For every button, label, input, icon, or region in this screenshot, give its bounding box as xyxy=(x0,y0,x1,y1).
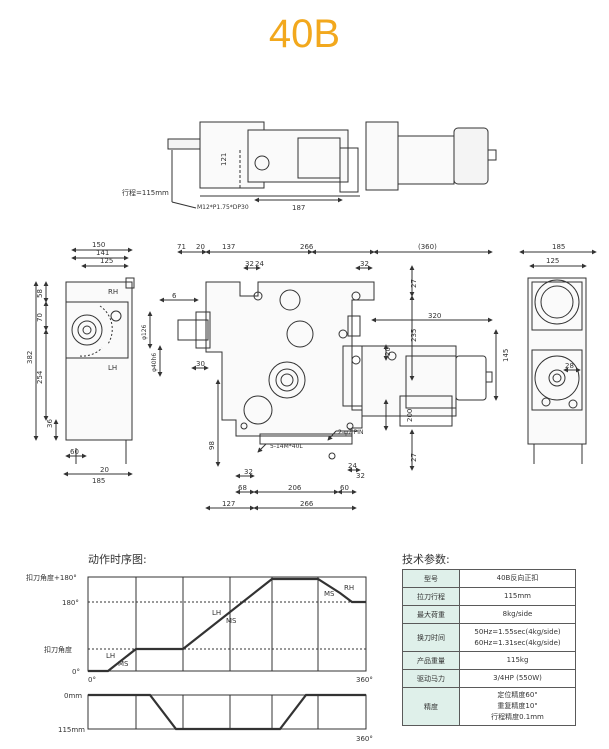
spec-value: 40B反向正扣 xyxy=(459,569,576,588)
table-row: 精度 定位精度60" 重复精度10" 行程精度0.1mm xyxy=(402,687,576,726)
dim-266-top: 266 xyxy=(300,243,314,251)
stroke-trace xyxy=(88,693,366,731)
label-start: 0° xyxy=(88,676,96,684)
label-0mm: 0mm xyxy=(64,692,82,700)
dim-235: 235 xyxy=(410,329,418,342)
dim-145: 145 xyxy=(502,349,510,362)
dim-30: 30 xyxy=(196,360,205,368)
dim-32-top-a: 32 xyxy=(245,260,254,268)
dim-127: 127 xyxy=(222,500,235,508)
dim-200: 200 xyxy=(406,409,414,422)
dim-phi40h6: φ40h6 xyxy=(151,353,158,372)
dim-27-bottom: 27 xyxy=(410,453,418,462)
spec-key: 型号 xyxy=(402,569,460,588)
spec-key: 换刀时间 xyxy=(402,623,460,652)
label-0: 0° xyxy=(72,668,80,676)
dim-125-right: 125 xyxy=(546,257,559,265)
dim-71: 71 xyxy=(177,243,186,251)
dim-32-bottom-a: 32 xyxy=(244,468,253,476)
dim-stroke: 行程=115mm xyxy=(122,188,169,197)
spec-value: 115kg xyxy=(459,651,576,670)
dim-6: 6 xyxy=(172,292,177,300)
timing-chart: 扣刀角度+180° 180° 扣刀角度 0° 0° 360° 0mm 115mm… xyxy=(26,573,373,743)
label-clamp-plus: 扣刀角度+180° xyxy=(26,573,77,582)
label-rh: RH xyxy=(344,584,354,592)
side-view xyxy=(519,249,597,464)
dim-185-right: 185 xyxy=(552,243,565,251)
spec-key: 拉刀行程 xyxy=(402,587,460,606)
label-180: 180° xyxy=(62,599,79,607)
dim-28: 28 xyxy=(565,362,574,370)
dim-58: 58 xyxy=(36,289,44,298)
label-bolt: 5-14M*40L xyxy=(270,443,303,450)
table-row: 驱动马力 3/4HP (550W) xyxy=(402,669,576,688)
dim-20-top: 20 xyxy=(196,243,205,251)
spec-key: 驱动马力 xyxy=(402,669,460,688)
dim-68: 68 xyxy=(238,484,247,492)
dim-24-top: 24 xyxy=(255,260,264,268)
dim-60-bottom: 60 xyxy=(340,484,349,492)
page-title: 40B xyxy=(268,12,341,56)
dim-187: 187 xyxy=(292,204,305,212)
dim-32-bottom-b: 32 xyxy=(356,472,365,480)
dim-36: 36 xyxy=(46,419,54,428)
dim-206: 206 xyxy=(288,484,302,492)
label-end-2: 360° xyxy=(356,735,373,743)
spec-value: 8kg/side xyxy=(459,605,576,624)
label-lh: LH xyxy=(108,364,117,372)
table-row: 型号 40B反向正扣 xyxy=(402,569,576,588)
dim-125: 125 xyxy=(100,257,113,265)
label-end: 360° xyxy=(356,676,373,684)
spec-key: 产品重量 xyxy=(402,651,460,670)
dim-60-left: 60 xyxy=(70,448,79,456)
table-row: 产品重量 115kg xyxy=(402,651,576,670)
dim-98: 98 xyxy=(208,441,216,450)
label-ms-3: MS xyxy=(324,590,335,598)
dim-185-left: 185 xyxy=(92,477,105,485)
table-row: 拉刀行程 115mm xyxy=(402,587,576,606)
dim-141: 141 xyxy=(96,249,109,257)
main-view xyxy=(147,249,499,511)
dim-137: 137 xyxy=(222,243,235,251)
dim-360: (360) xyxy=(418,243,437,251)
dim-24-bottom: 24 xyxy=(348,462,357,470)
dim-27-top: 27 xyxy=(410,279,418,288)
spec-value: 50Hz=1.55sec(4kg/side) 60Hz=1.31sec(4kg/… xyxy=(459,623,576,652)
dim-382: 382 xyxy=(26,351,34,364)
dim-thread: M12*P1.75*DP30 xyxy=(197,204,249,211)
dim-254: 254 xyxy=(36,370,44,384)
technical-drawing: 121 187 行程=115mm M12*P1.75*DP30 150 141 … xyxy=(26,121,597,511)
dim-150: 150 xyxy=(92,241,105,249)
label-rh: RH xyxy=(108,288,118,296)
dim-70: 70 xyxy=(36,313,44,322)
label-pin: 2-φ7 PIN xyxy=(338,429,364,436)
table-row: 最大荷重 8kg/side xyxy=(402,605,576,624)
spec-table: 型号 40B反向正扣 拉刀行程 115mm 最大荷重 8kg/side 换刀时间… xyxy=(402,569,576,726)
dim-320: 320 xyxy=(428,312,441,320)
front-view xyxy=(33,247,135,477)
dim-phi126: φ126 xyxy=(141,324,148,340)
dim-121: 121 xyxy=(220,153,228,166)
label-clamp: 扣刀角度 xyxy=(44,645,72,654)
label-115mm: 115mm xyxy=(58,726,85,734)
label-lh-1: LH xyxy=(106,652,115,660)
timing-title: 动作时序图: xyxy=(88,553,147,566)
dim-32-top-b: 32 xyxy=(360,260,369,268)
dim-20-right: 20 xyxy=(384,347,392,356)
top-view xyxy=(167,121,497,209)
dim-20-left: 20 xyxy=(100,466,109,474)
spec-key: 最大荷重 xyxy=(402,605,460,624)
label-lh-2: LH xyxy=(212,609,221,617)
spec-value: 3/4HP (550W) xyxy=(459,669,576,688)
label-ms-2: MS xyxy=(226,617,237,625)
table-row: 换刀时间 50Hz=1.55sec(4kg/side) 60Hz=1.31sec… xyxy=(402,623,576,652)
specs-title: 技术参数: xyxy=(402,553,450,566)
angle-trace xyxy=(88,577,366,673)
spec-value: 115mm xyxy=(459,587,576,606)
label-ms-1: MS xyxy=(118,660,129,668)
spec-key: 精度 xyxy=(402,687,460,726)
dim-266-bottom: 266 xyxy=(300,500,314,508)
spec-value: 定位精度60" 重复精度10" 行程精度0.1mm xyxy=(459,687,576,726)
